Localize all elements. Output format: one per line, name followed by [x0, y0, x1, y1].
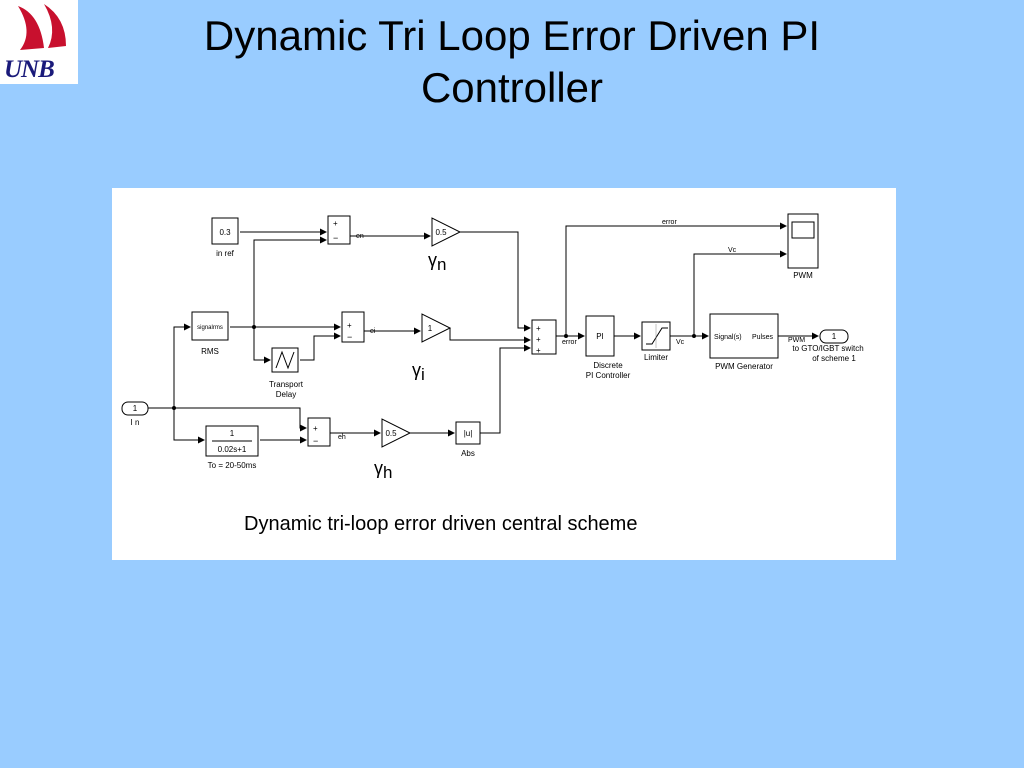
signal-vc-top: Vc: [728, 247, 737, 254]
signal-error-mid: error: [562, 339, 577, 346]
gain-i-value: 1: [428, 324, 433, 333]
inport-block: [121, 401, 149, 416]
transport-delay-label-2: Delay: [276, 390, 296, 399]
transport-delay-label-1: Transport: [269, 380, 304, 389]
signal-en: en: [356, 233, 364, 240]
in-ref-label: in ref: [216, 249, 235, 258]
rms-label: RMS: [201, 347, 219, 356]
slide-title: Dynamic Tri Loop Error Driven PI Control…: [120, 10, 904, 114]
pwm-gen-right-text: Pulses: [752, 334, 774, 341]
pi-block-text: PI: [596, 332, 604, 341]
error-sum-block: [531, 319, 557, 355]
logo-text: UNB: [4, 56, 55, 83]
sum-block-h: [307, 417, 331, 447]
gamma-i-label: γi: [412, 360, 425, 384]
inport-number: 1: [133, 404, 138, 413]
in-ref-value: 0.3: [219, 228, 231, 237]
simulink-diagram: 0.3 in ref + − signalrms RMS Transport D…: [121, 213, 864, 535]
svg-text:+: +: [333, 219, 338, 228]
signal-error-top: error: [662, 219, 677, 226]
abs-block-text: |u|: [464, 429, 473, 438]
gain-h-block: [381, 418, 412, 448]
pi-controller-block: [585, 315, 615, 357]
pwm-gen-label: PWM Generator: [715, 362, 773, 371]
rms-block: [191, 311, 229, 341]
svg-text:+: +: [347, 321, 352, 330]
delay-wave-icon: [275, 350, 295, 370]
gain-i-block: [421, 313, 452, 343]
unb-logo: UNB: [0, 0, 78, 84]
tf-label: To = 20-50ms: [208, 461, 257, 470]
outport-block: [819, 329, 849, 344]
signal-ei: ei: [370, 328, 376, 335]
rms-block-text: signalrms: [197, 325, 223, 331]
scope-screen-icon: [791, 221, 815, 239]
abs-label: Abs: [461, 449, 475, 458]
diagram-panel: 0.3 in ref + − signalrms RMS Transport D…: [112, 188, 896, 560]
svg-text:−: −: [333, 233, 338, 243]
svg-text:+: +: [536, 335, 541, 344]
svg-text:+: +: [536, 324, 541, 333]
gamma-n-label: γn: [428, 250, 446, 274]
pi-label-1: Discrete: [593, 361, 623, 370]
outport-label-2: of scheme 1: [812, 354, 856, 363]
scope-label: PWM: [793, 271, 813, 280]
gamma-h-label: γh: [374, 458, 392, 482]
pwm-generator-block: [709, 313, 779, 359]
title-line-1: Dynamic Tri Loop Error Driven PI: [203, 12, 821, 59]
signal-vc-mid: Vc: [676, 339, 685, 346]
diagram-caption: Dynamic tri-loop error driven central sc…: [244, 513, 637, 535]
inport-label: I n: [131, 418, 140, 427]
svg-text:−: −: [347, 332, 352, 342]
gain-h-value: 0.5: [385, 429, 397, 438]
sum-block-i: [341, 311, 365, 343]
signal-pwm: PWM: [788, 337, 805, 344]
abs-block: [455, 421, 481, 445]
limiter-label: Limiter: [644, 353, 668, 362]
saturation-icon: [646, 327, 668, 345]
gain-n-block: [431, 217, 462, 247]
title-line-2: Controller: [420, 64, 604, 111]
svg-text:−: −: [313, 436, 318, 446]
gain-n-value: 0.5: [435, 228, 447, 237]
in-ref-constant-block: [211, 217, 239, 245]
pi-label-2: PI Controller: [586, 371, 631, 380]
svg-text:+: +: [313, 424, 318, 433]
unb-sail-icon: [18, 4, 66, 50]
pwm-gen-left-text: Signal(s): [714, 334, 742, 341]
tf-denominator: 0.02s+1: [218, 445, 247, 454]
outport-number: 1: [832, 332, 837, 341]
sum-block-n: [327, 215, 351, 245]
signal-eh: eh: [338, 434, 346, 441]
svg-text:+: +: [536, 346, 541, 355]
outport-label-1: to GTO/IGBT switch: [792, 344, 863, 353]
tf-numerator: 1: [230, 429, 235, 438]
